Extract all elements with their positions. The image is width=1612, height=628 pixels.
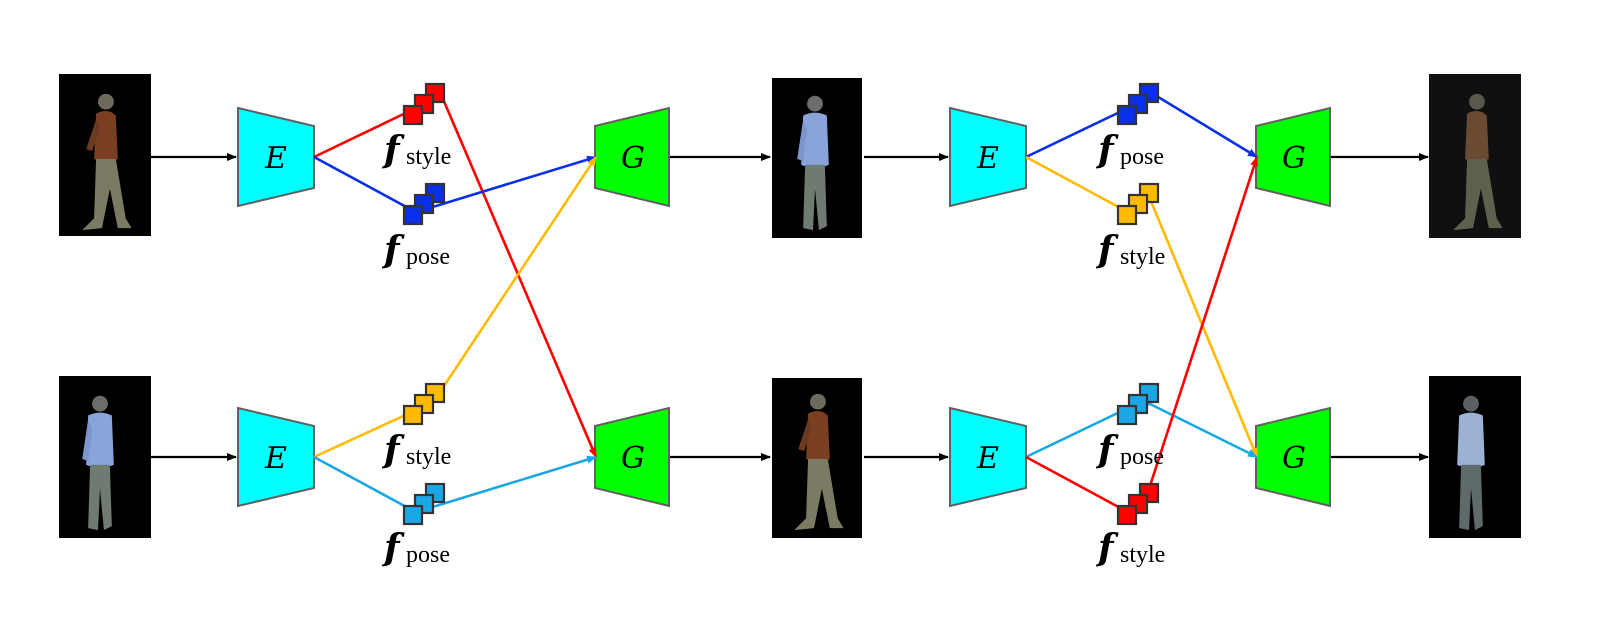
- pose-feature-arrow-cyan: [313, 455, 597, 512]
- feature-squares-yellow: [1116, 182, 1160, 226]
- feature-subscript: style: [406, 144, 451, 170]
- generator-block: G: [1255, 106, 1331, 208]
- encoder-block: E: [949, 106, 1027, 208]
- generator-block: G: [594, 106, 670, 208]
- generator-label: G: [1282, 141, 1306, 176]
- feature-subscript: pose: [1120, 144, 1164, 170]
- feature-label-style: f style: [381, 129, 451, 171]
- feature-squares-cyan: [402, 482, 446, 526]
- feature-subscript: style: [406, 444, 451, 470]
- encoder-label: E: [976, 441, 999, 476]
- feature-subscript: pose: [406, 244, 450, 270]
- feature-label-pose: f pose: [381, 527, 450, 569]
- feature-squares-blue: [1116, 82, 1160, 126]
- input-frames-blue: [59, 376, 151, 538]
- feature-symbol: f: [381, 429, 405, 471]
- pose-feature-arrow-blue: [313, 155, 597, 212]
- intermediate-frames-blue-walker: [772, 78, 862, 238]
- generator-block: G: [594, 406, 670, 508]
- generator-label: G: [1282, 441, 1306, 476]
- feature-label-style: f style: [1095, 527, 1165, 569]
- output-frames-blue-reconstructed: [1429, 376, 1521, 538]
- feature-label-style: f style: [381, 429, 451, 471]
- style-feature-arrow-yellow: [313, 156, 598, 459]
- feature-symbol: f: [381, 129, 405, 171]
- feature-squares-cyan: [1116, 382, 1160, 426]
- feature-symbol: f: [1095, 129, 1119, 171]
- feature-squares-red: [1116, 482, 1160, 526]
- feature-squares-red: [402, 82, 446, 126]
- encoder-label: E: [264, 441, 287, 476]
- encoder-block: E: [237, 406, 315, 508]
- feature-label-pose: f pose: [381, 229, 450, 271]
- generator-label: G: [621, 141, 645, 176]
- output-frames-brown-reconstructed: [1429, 74, 1521, 238]
- encoder-label: E: [264, 141, 287, 176]
- feature-squares-yellow: [402, 382, 446, 426]
- style-feature-arrow-red: [313, 90, 598, 458]
- encoder-block: E: [949, 406, 1027, 508]
- feature-subscript: pose: [406, 542, 450, 568]
- feature-symbol: f: [381, 229, 405, 271]
- input-frames-brown: [59, 74, 151, 236]
- feature-symbol: f: [1095, 229, 1119, 271]
- flow-arrows: [151, 153, 1429, 461]
- feature-label-pose: f pose: [1095, 429, 1164, 471]
- feature-symbol: f: [1095, 429, 1119, 471]
- feature-symbol: f: [381, 527, 405, 569]
- feature-squares-blue: [402, 182, 446, 226]
- feature-symbol: f: [1095, 527, 1119, 569]
- feature-subscript: style: [1120, 542, 1165, 568]
- encoder-block: E: [237, 106, 315, 208]
- generator-label: G: [621, 441, 645, 476]
- feature-label-pose: f pose: [1095, 129, 1164, 171]
- feature-label-style: f style: [1095, 229, 1165, 271]
- encoder-label: E: [976, 141, 999, 176]
- intermediate-frames-brown-standing: [772, 378, 862, 538]
- generator-block: G: [1255, 406, 1331, 508]
- feature-subscript: pose: [1120, 444, 1164, 470]
- feature-subscript: style: [1120, 244, 1165, 270]
